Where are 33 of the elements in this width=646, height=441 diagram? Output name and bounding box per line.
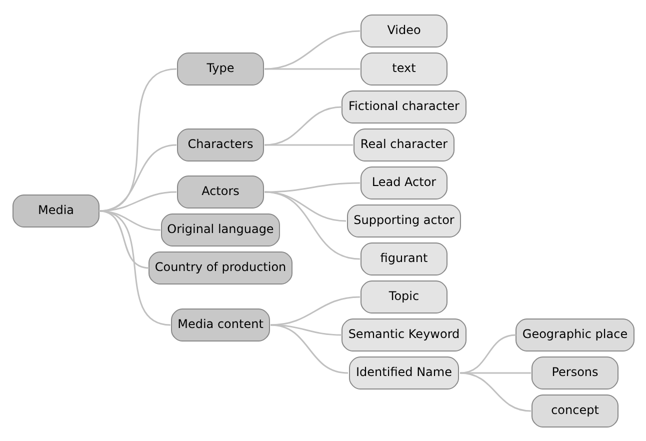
connector (264, 68, 360, 70)
connector (98, 210, 170, 326)
connector (459, 334, 516, 374)
connector (264, 144, 352, 146)
node-box: Topic (360, 280, 447, 313)
node-box: Video (360, 14, 447, 47)
node-box: concept (531, 394, 618, 427)
node-box: Media (12, 194, 99, 227)
node-box: Characters (176, 128, 264, 161)
node-box: Original language (160, 213, 280, 246)
node-box: figurant (360, 242, 447, 275)
connector (264, 190, 360, 260)
connector (459, 372, 531, 412)
node-box: Actors (176, 175, 264, 208)
node-box: Type (176, 52, 264, 85)
node-box: Real character (353, 128, 454, 161)
node-box: Semantic Keyword (341, 318, 466, 351)
connector (264, 182, 360, 192)
node-box: text (360, 52, 447, 85)
connector (270, 296, 360, 326)
node-box: Persons (531, 356, 618, 389)
node-box: Supporting actor (346, 204, 460, 237)
node-box: Geographic place (515, 318, 634, 351)
connector (98, 68, 176, 212)
connector (270, 324, 348, 374)
node-box: Lead Actor (360, 166, 447, 199)
connector (98, 144, 176, 212)
node-box: Identified Name (348, 356, 458, 389)
node-box: Country of production (148, 251, 292, 284)
node-box: Fictional character (341, 90, 466, 123)
connector (264, 106, 342, 146)
connector (264, 30, 360, 70)
node-box: Media content (170, 308, 270, 341)
